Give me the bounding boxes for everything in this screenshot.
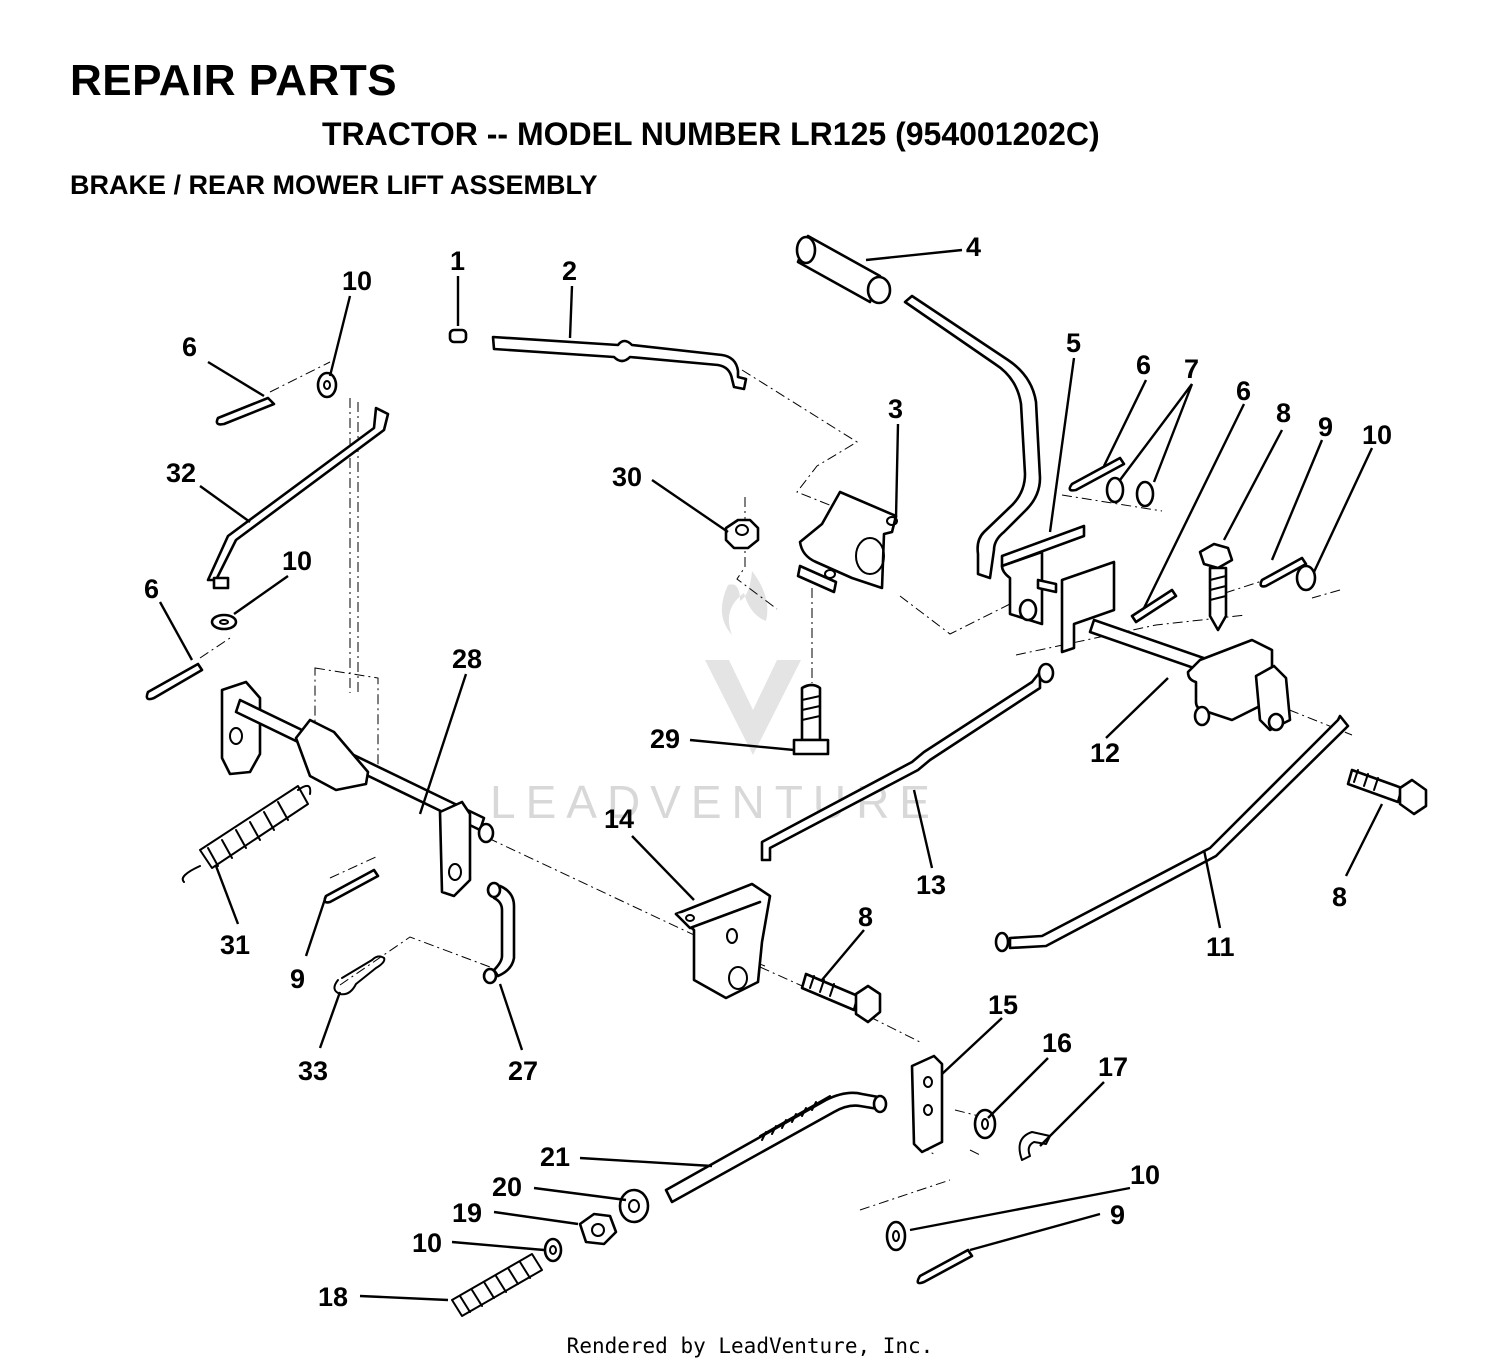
footer-credit: Rendered by LeadVenture, Inc. (566, 1334, 934, 1358)
callout-6c: 6 (1136, 350, 1151, 380)
callout-6a: 6 (182, 332, 197, 362)
callout-20: 20 (492, 1172, 522, 1202)
callout-32: 32 (166, 458, 196, 488)
callout-27: 27 (508, 1056, 538, 1086)
callout-10c: 10 (1362, 420, 1392, 450)
part-9-pin-left (323, 868, 380, 904)
callout-9c: 9 (1110, 1200, 1125, 1230)
part-30-nut (724, 518, 760, 550)
callout-10a: 10 (342, 266, 372, 296)
part-19-nut (578, 1212, 618, 1246)
callout-6d: 6 (1236, 376, 1251, 406)
part-5-lever (903, 294, 1116, 654)
leader-lines (158, 248, 1384, 1302)
callout-13: 13 (916, 870, 946, 900)
callout-labels: 1 2 3 4 5 6 6 6 6 7 8 8 8 9 9 9 10 10 10… (144, 232, 1392, 1312)
callout-33: 33 (298, 1056, 328, 1086)
part-14-bracket (674, 882, 772, 1000)
part-8-bolt-lower (800, 972, 882, 1024)
page-title: REPAIR PARTS (70, 56, 398, 105)
part-31-spring (181, 784, 312, 883)
pins-and-washers (145, 371, 1317, 701)
part-4-grip (795, 234, 892, 305)
callout-3: 3 (888, 394, 903, 424)
callout-5: 5 (1066, 328, 1081, 358)
part-27-link (482, 881, 516, 985)
callout-11: 11 (1206, 932, 1235, 962)
part-32-rod (206, 406, 390, 590)
part-3-bracket (796, 490, 898, 594)
part-33-clip (333, 955, 386, 996)
callout-9b: 9 (290, 964, 305, 994)
callout-8c: 8 (858, 902, 873, 932)
callout-28: 28 (452, 644, 482, 674)
callout-8a: 8 (1276, 398, 1291, 428)
section-heading: BRAKE / REAR MOWER LIFT ASSEMBLY (70, 170, 598, 200)
part-20-nut (618, 1188, 650, 1224)
part-17-clip (1018, 1131, 1051, 1161)
callout-10e: 10 (412, 1228, 442, 1258)
callout-21: 21 (540, 1142, 570, 1172)
callout-7: 7 (1184, 354, 1199, 384)
callout-19: 19 (452, 1198, 482, 1228)
callout-31: 31 (220, 930, 250, 960)
callout-9a: 9 (1318, 412, 1333, 442)
model-heading: TRACTOR -- MODEL NUMBER LR125 (954001202… (322, 116, 1100, 152)
part-13-rod (760, 662, 1055, 862)
part-18-spring (451, 1253, 543, 1317)
part-8-bolt-upper (1198, 542, 1234, 632)
part-21-threaded-rod (664, 1091, 888, 1204)
callout-10b: 10 (282, 546, 312, 576)
callout-4: 4 (966, 232, 981, 262)
callout-12: 12 (1090, 738, 1120, 768)
part-28-shaft (220, 680, 495, 898)
callout-30: 30 (612, 462, 642, 492)
callout-8b: 8 (1332, 882, 1347, 912)
callout-15: 15 (988, 990, 1018, 1020)
part-2-rod (491, 335, 748, 391)
callout-14: 14 (604, 804, 634, 834)
part-29-bolt (792, 683, 830, 756)
callout-16: 16 (1042, 1028, 1072, 1058)
callout-10d: 10 (1130, 1160, 1160, 1190)
callout-18: 18 (318, 1282, 348, 1312)
part-12-shaft (1088, 618, 1292, 732)
part-8-bolt-right (1346, 768, 1428, 816)
part-15-plate (910, 1054, 944, 1154)
callout-1: 1 (450, 246, 465, 276)
part-10-washer-right (885, 1220, 907, 1252)
callout-6b: 6 (144, 574, 159, 604)
part-1-cap (448, 328, 468, 344)
part-9-pin-right (916, 1248, 974, 1285)
callout-29: 29 (650, 724, 680, 754)
callout-2: 2 (562, 256, 577, 286)
part-10-washer-lower (543, 1237, 563, 1263)
callout-17: 17 (1098, 1052, 1128, 1082)
part-11-rod (994, 714, 1350, 953)
